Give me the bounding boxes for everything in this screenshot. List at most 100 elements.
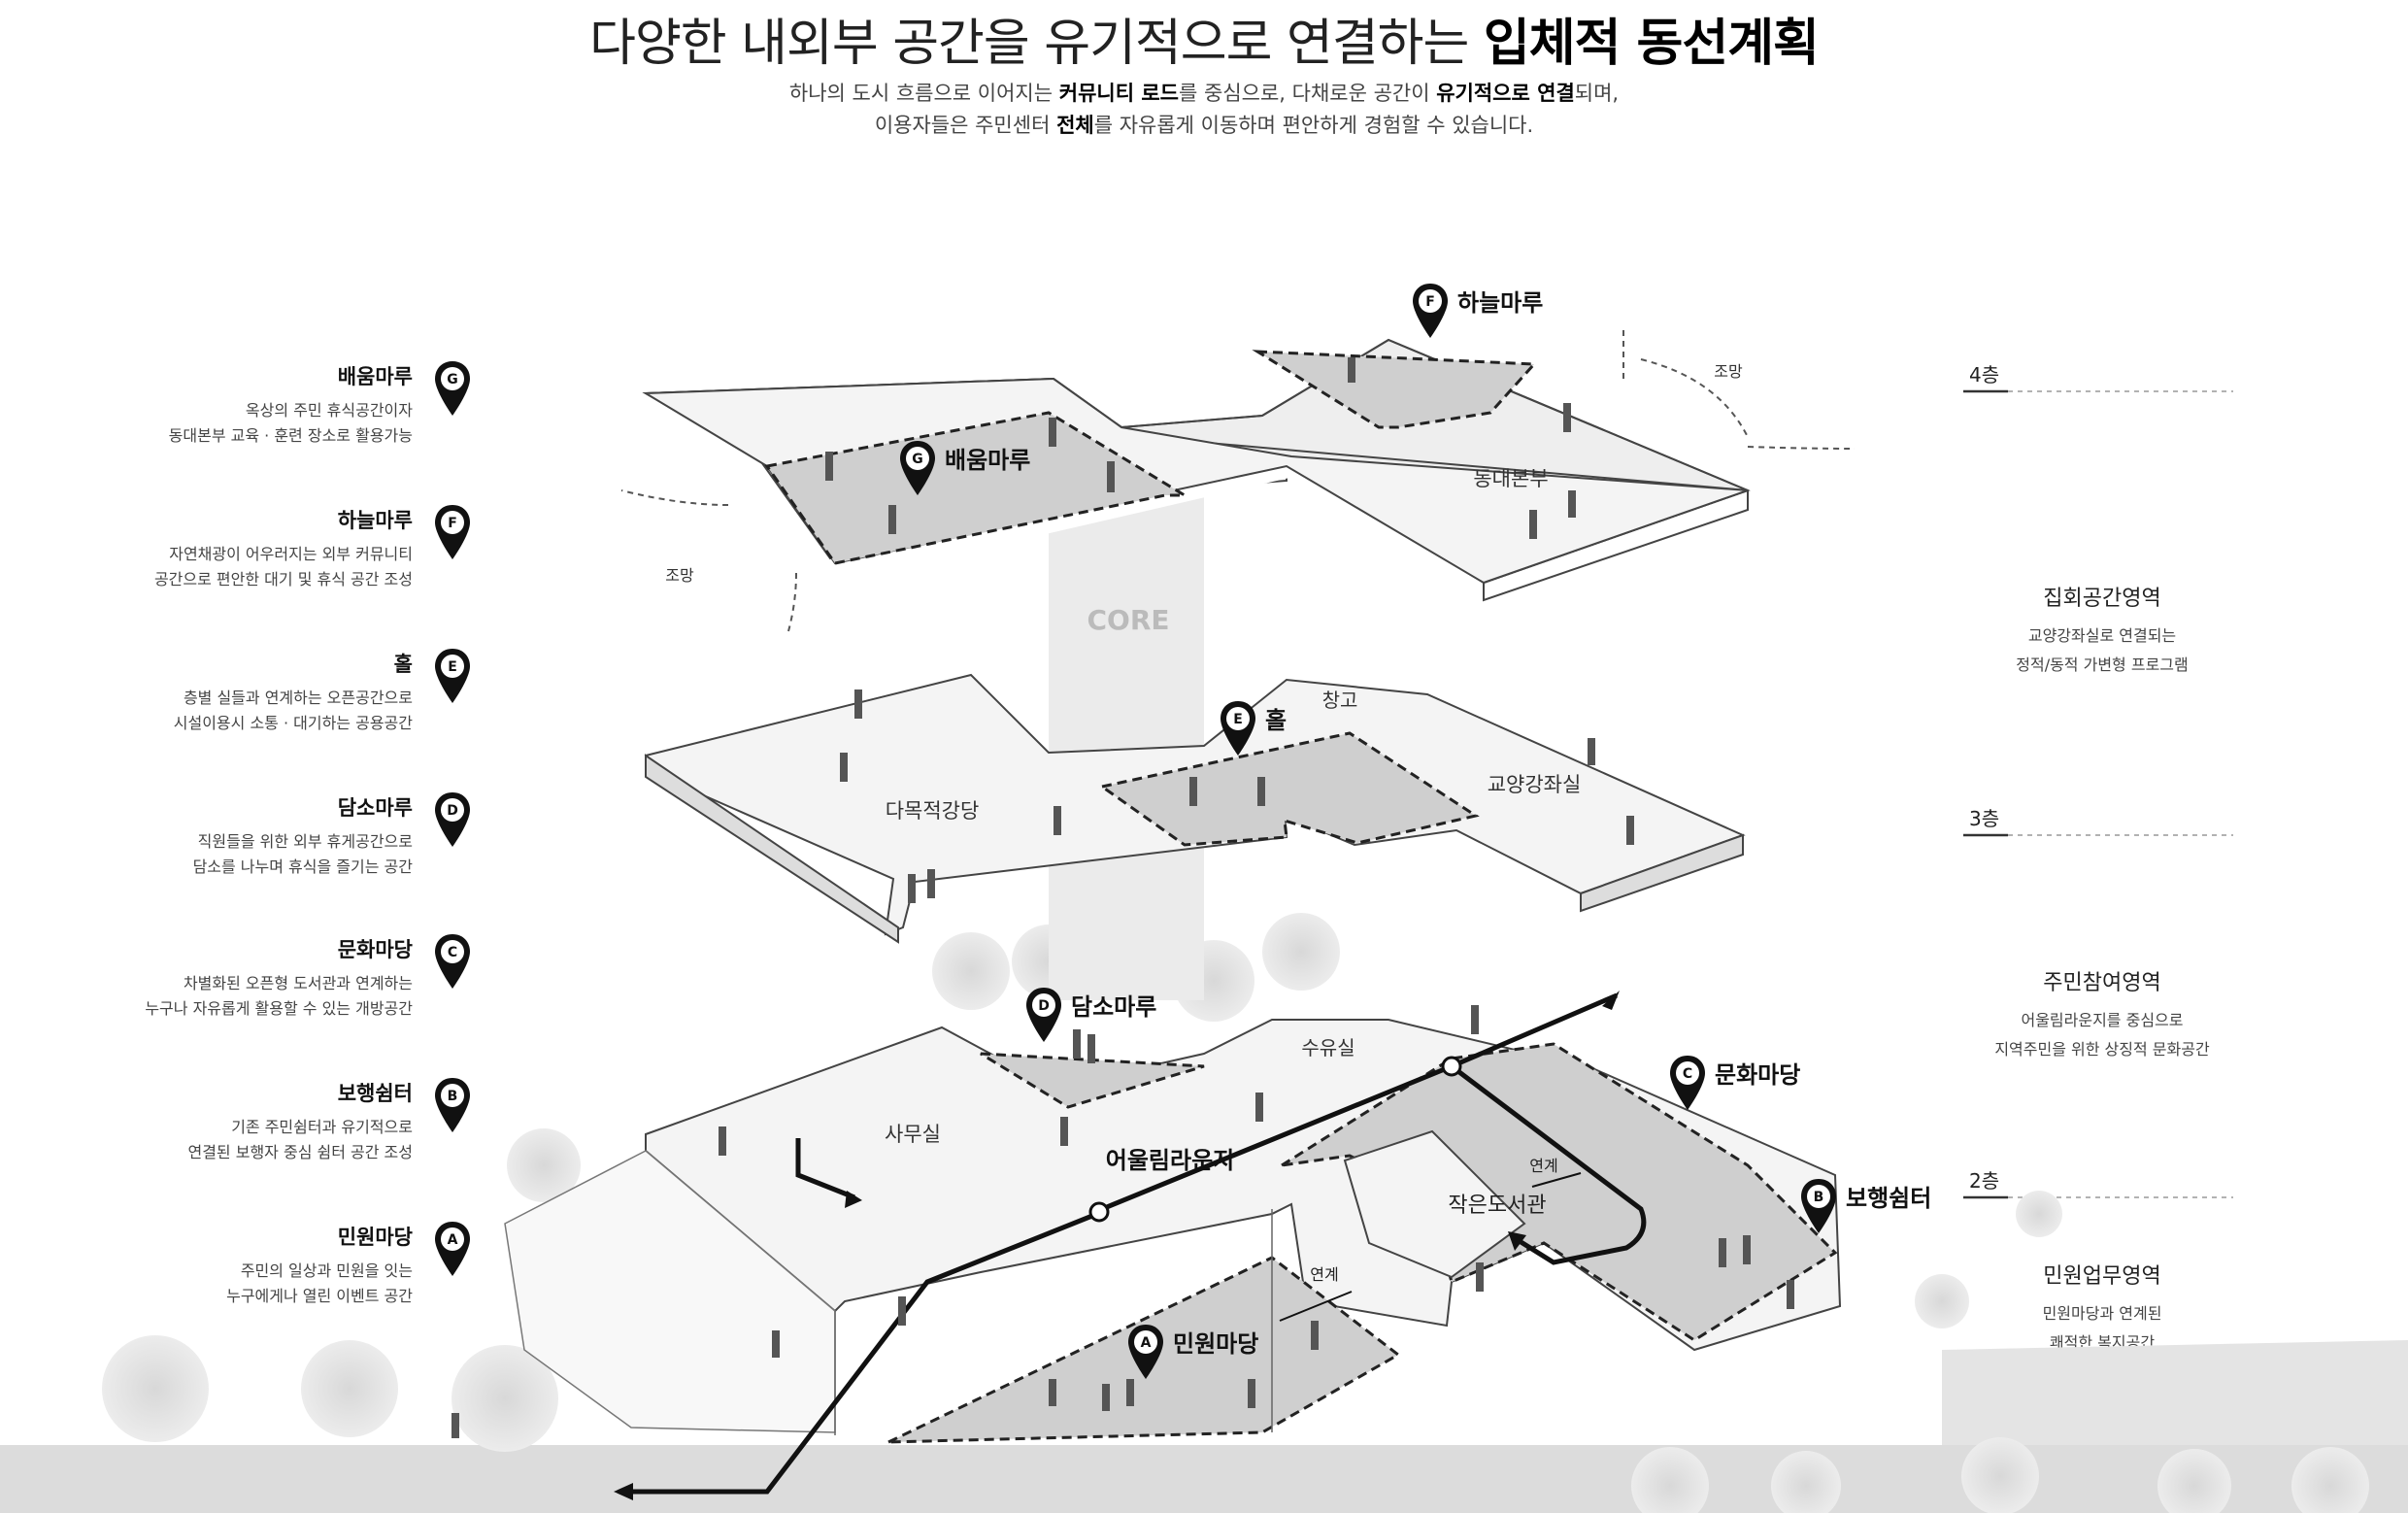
ground-right (1942, 1340, 2408, 1445)
svg-text:G: G (912, 452, 923, 467)
svg-text:B: B (1814, 1190, 1824, 1205)
legend-name: 담소마루 (337, 796, 413, 820)
zone-name: 주민참여영역 (2043, 971, 2161, 995)
zone-name: 집회공간영역 (2043, 587, 2161, 611)
title-plain: 다양한 내외부 공간을 유기적으로 연결하는 (589, 15, 1484, 73)
svg-text:D: D (1038, 998, 1050, 1014)
arrowheads (614, 991, 1620, 1500)
svg-text:E: E (448, 659, 457, 675)
map-pin-icon: C (435, 934, 470, 989)
svg-text:B: B (448, 1089, 458, 1104)
svg-text:C: C (448, 945, 457, 960)
legend-pin-f: F (433, 503, 472, 565)
legend-pin-g: G (433, 359, 472, 421)
svg-text:A: A (448, 1232, 458, 1248)
legend-name: 보행쉼터 (337, 1082, 413, 1105)
floor-label-2: 2층 (1969, 1169, 2000, 1193)
map-pin-icon: E (435, 649, 470, 703)
floor-label-3: 3층 (1969, 807, 2000, 830)
svg-text:A: A (1141, 1335, 1152, 1351)
svg-text:G: G (447, 372, 458, 387)
room-small-library: 작은도서관 (1448, 1194, 1546, 1218)
map-pin-icon: B (435, 1078, 470, 1132)
title-bold: 입체적 동선계획 (1483, 15, 1820, 73)
sub-text: 하나의 도시 흐름으로 이어지는 (788, 82, 1059, 105)
pin-label: 담소마루 (1071, 993, 1156, 1021)
sub-text: 되며, (1574, 82, 1620, 105)
room-multi-hall: 다목적강당 (886, 799, 980, 823)
room-dongdae: 동대본부 (1473, 467, 1548, 490)
room-lounge: 어울림라운지 (1106, 1147, 1234, 1174)
legend-name: 홀 (393, 653, 413, 676)
room-lecture: 교양강좌실 (1488, 773, 1582, 796)
svg-text:E: E (1233, 712, 1243, 727)
map-pin-icon: F (435, 505, 470, 559)
diagram-pins: F 하늘마루 G 배움마루 E 홀 D 담소마루 C 문화마당 B 보행쉼터 A… (900, 284, 1931, 1379)
link-arrows (1279, 1172, 1582, 1322)
legend-pin-c: C (433, 932, 472, 994)
sub-text: 를 자유롭게 이동하며 편안하게 경험할 수 있습니다. (1093, 114, 1534, 137)
label-link-2: 연계 (1310, 1265, 1338, 1284)
legend-name: 배움마루 (337, 365, 413, 388)
subtitle-line-2: 이용자들은 주민센터 전체를 자유롭게 이동하며 편안하게 경험할 수 있습니다… (0, 110, 2408, 142)
sub-bold: 유기적으로 연결 (1436, 82, 1575, 105)
svg-text:D: D (447, 803, 458, 819)
diagram-pin-c: C 문화마당 (1670, 1056, 1800, 1110)
legend-pin-d: D (433, 790, 472, 853)
core-label: CORE (1087, 604, 1169, 636)
path-node (1088, 1201, 1110, 1223)
view-label-left: 조망 (665, 566, 694, 585)
path-node (1441, 1056, 1462, 1077)
map-pin-icon: D (435, 792, 470, 847)
pin-label: 문화마당 (1715, 1061, 1800, 1089)
sub-bold: 커뮤니티 로드 (1058, 82, 1179, 105)
floor-label-4: 4층 (1969, 363, 2000, 387)
legend-pin-a: A (433, 1220, 472, 1282)
people-silhouettes (452, 357, 1794, 1438)
pin-label: 하늘마루 (1457, 289, 1543, 317)
diagram-pin-d: D 담소마루 (1026, 988, 1156, 1042)
view-label-right: 조망 (1714, 362, 1743, 381)
legend-pin-b: B (433, 1076, 472, 1138)
room-water: 수유실 (1301, 1036, 1354, 1059)
sub-text: 를 중심으로, 다채로운 공간이 (1179, 82, 1437, 105)
diagram-pin-a: A 민원마당 (1128, 1325, 1258, 1379)
label-link-1: 연계 (1529, 1157, 1557, 1175)
diagram-pin-e: E 홀 (1221, 701, 1287, 756)
subtitle: 하나의 도시 흐름으로 이어지는 커뮤니티 로드를 중심으로, 다채로운 공간이… (0, 78, 2408, 142)
diagram-pin-b: B 보행쉼터 (1801, 1179, 1931, 1233)
svg-text:F: F (448, 516, 457, 531)
page-title: 다양한 내외부 공간을 유기적으로 연결하는 입체적 동선계획 (0, 2, 2408, 75)
sub-text: 이용자들은 주민센터 (874, 114, 1057, 137)
floor-4-slab (642, 338, 1751, 602)
ground-band (0, 1445, 2408, 1513)
svg-text:C: C (1683, 1066, 1692, 1082)
view-arrows (620, 330, 1856, 632)
room-warehouse: 창고 (1322, 689, 1358, 712)
legend-name: 민원마당 (337, 1226, 413, 1249)
pin-label: 보행쉼터 (1846, 1185, 1931, 1212)
pin-label: 배움마루 (945, 447, 1030, 474)
pin-label: 홀 (1265, 707, 1287, 734)
sub-bold: 전체 (1056, 114, 1094, 137)
room-office: 사무실 (885, 1123, 941, 1146)
